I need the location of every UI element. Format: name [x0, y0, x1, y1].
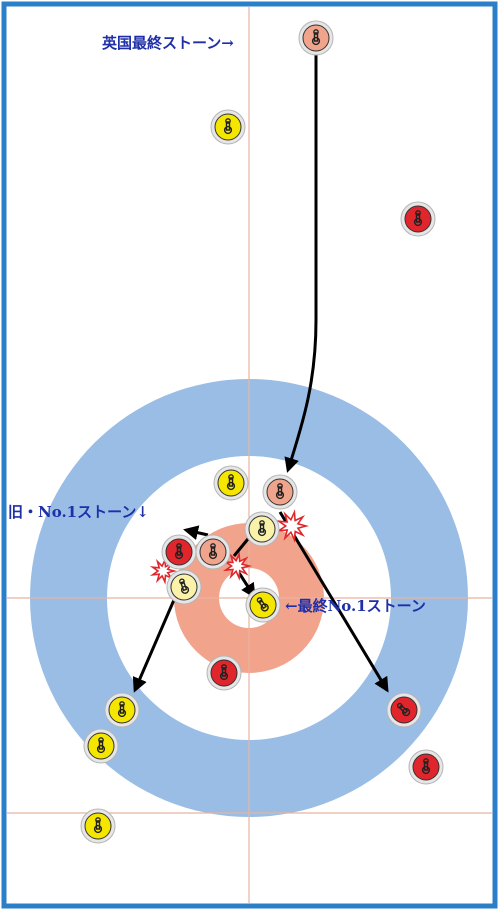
short-push-arrow — [183, 525, 209, 540]
gb-last-stone-label: 英国最終ストーン→ — [102, 34, 234, 52]
stone-handle-icon — [93, 820, 103, 834]
hit-stone-path-arrow — [278, 511, 389, 693]
stone-handle-icon — [257, 599, 269, 612]
yellow-stone — [83, 728, 119, 764]
red-stone — [206, 655, 242, 691]
gb-stone-path-arrow — [284, 52, 318, 473]
stone-handle-icon — [117, 704, 127, 718]
red-stone — [408, 749, 444, 785]
yellow-stone — [210, 109, 246, 145]
hit-yellow-stone-original — [244, 511, 280, 547]
stone-handle-icon — [421, 761, 431, 775]
stone-handle-icon — [275, 486, 285, 500]
old-no1-stone — [161, 534, 197, 570]
red-stone — [400, 201, 436, 237]
impact-burst-icon — [222, 551, 253, 581]
stone-handle-icon — [257, 523, 267, 537]
old-no1-yellow-ghost — [166, 569, 202, 605]
yellow-stone — [213, 465, 249, 501]
impact-burst-group — [149, 509, 310, 585]
stone-handle-icon — [174, 546, 184, 560]
old-no1-stone-label: 旧・No.1ストーン↓ — [8, 503, 149, 521]
stone-handle-icon — [413, 213, 423, 227]
stones-group — [80, 20, 444, 844]
final-no1-stone — [245, 587, 281, 623]
stone-handle-icon — [219, 667, 229, 681]
old-no1-path-arrow — [132, 585, 182, 693]
gb-stone-contact — [262, 474, 298, 510]
yellow-stone — [80, 808, 116, 844]
final-no1-stone-label: ←最終No.1ストーン — [285, 597, 426, 615]
stone-handle-icon — [311, 32, 321, 46]
yellow-stone — [104, 692, 140, 728]
stone-handle-icon — [179, 580, 190, 594]
gb-last-stone-start — [298, 20, 334, 56]
red-stone-original — [195, 534, 231, 570]
stone-handle-icon — [398, 704, 411, 717]
impact-burst-icon — [275, 509, 310, 543]
stone-handle-icon — [208, 546, 218, 560]
stone-handle-icon — [223, 121, 233, 135]
gb-stone-final — [386, 692, 422, 728]
stone-handle-icon — [226, 477, 236, 491]
stone-handle-icon — [96, 740, 106, 754]
